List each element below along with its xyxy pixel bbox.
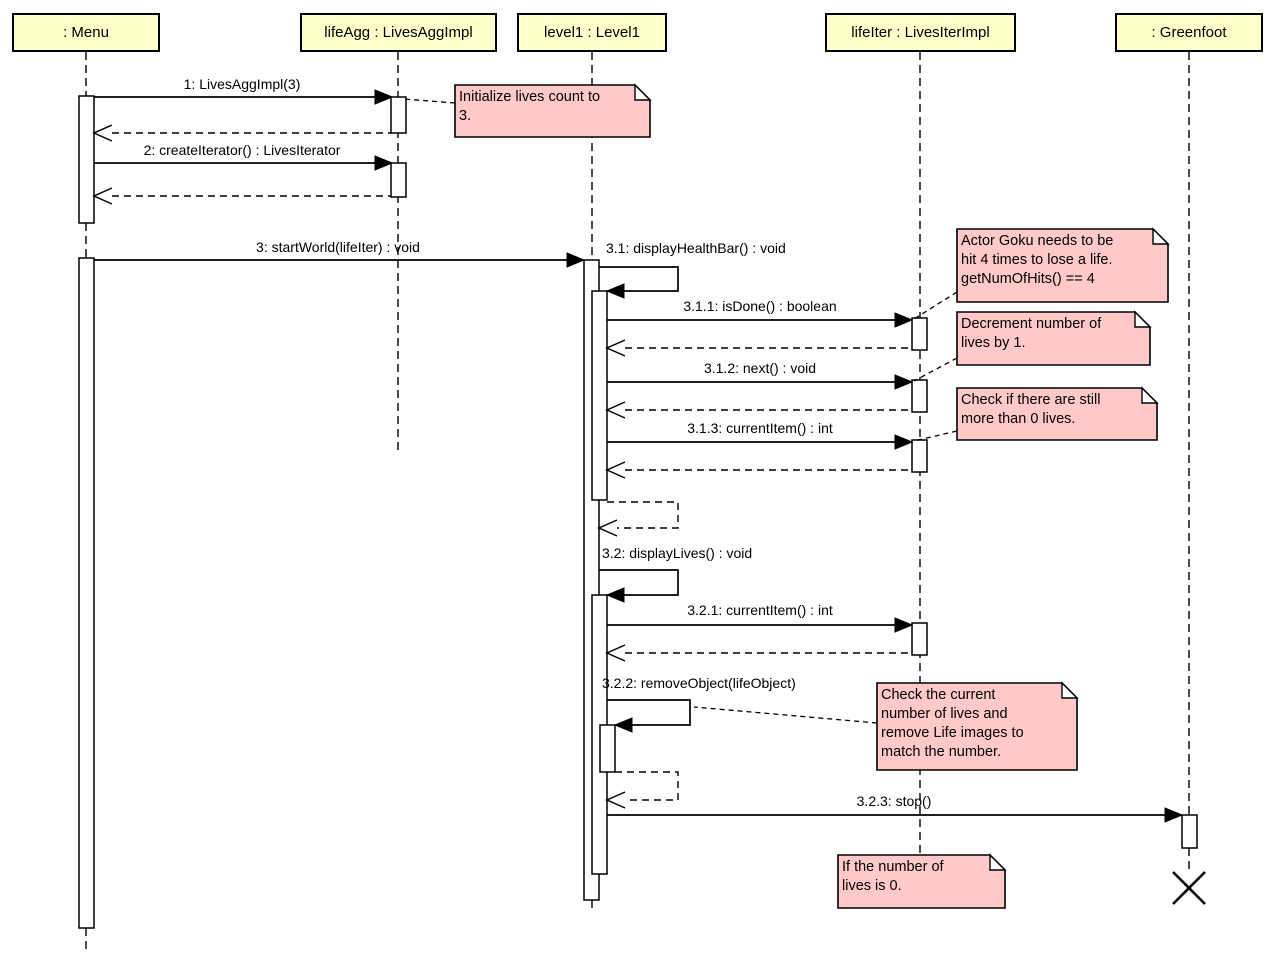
message-label-3-1-3: 3.1.3: currentItem() : int [687,420,833,436]
message-label-3-1-1: 3.1.1: isDone() : boolean [683,298,837,314]
lifeiter-activation-4 [911,622,928,656]
message-2-arrow [94,155,394,171]
message-label-3-2-1: 3.2.1: currentItem() : int [687,602,833,618]
note-shape-check-current [876,681,1079,771]
message-label-2: 2: createIterator() : LivesIterator [143,142,341,158]
lifeline-head-lifeiter: lifeIter : LivesIterImpl [825,13,1016,52]
level1-activation-3-2-2 [599,724,616,773]
message-label-3-2: 3.2: displayLives() : void [602,545,753,561]
self-message-3-2-2 [607,699,691,733]
note-text-decrement-lives: Decrement number of lives by 1. [961,316,1102,351]
actor-label-lifeiter: lifeIter : LivesIterImpl [851,24,990,41]
message-3-arrow [94,252,586,268]
menu-activation-2 [78,257,95,929]
actor-label-greenfoot: : Greenfoot [1151,24,1227,41]
return-3-2-1-arrow [605,644,912,662]
self-message-3-1 [599,266,679,299]
actor-label-lifeagg: lifeAgg : LivesAggImpl [324,24,473,41]
note-shape-if-lives-zero [837,853,1007,909]
actor-label-level1: level1 : Level1 [544,24,640,41]
return-3-1-3-arrow [605,461,912,479]
self-return-3-1 [597,501,679,537]
destroy-marker-x-icon [1172,871,1206,905]
actor-label-menu: : Menu [63,24,109,41]
note-text-check-lives: Check if there are still more than 0 liv… [961,392,1101,427]
note-shape-decrement-lives [956,310,1152,366]
lifeiter-activation-2 [911,379,928,413]
lifeline-head-menu: : Menu [12,13,160,52]
message-label-3-2-2: 3.2.2: removeObject(lifeObject) [602,675,796,691]
message-3-1-1-arrow [607,312,914,328]
lifeline-head-greenfoot: : Greenfoot [1115,13,1263,52]
message-label-1: 1: LivesAggImpl(3) [183,76,301,92]
note-text-if-lives-zero: If the number of lives is 0. [842,859,944,894]
note-text-check-current: Check the current number of lives and re… [881,687,1024,760]
note-text-actor-goku: Actor Goku needs to be hit 4 times to lo… [961,233,1114,287]
message-label-3: 3: startWorld(lifeIter) : void [256,239,420,255]
message-3-2-1-arrow [607,617,914,633]
message-label-3-1: 3.1: displayHealthBar() : void [606,240,786,256]
level1-activation-3-1 [591,290,608,501]
message-label-3-1-2: 3.1.2: next() : void [703,360,817,376]
return-2-arrow [92,187,391,205]
message-3-1-3-arrow [607,434,914,450]
message-1-arrow [94,89,394,105]
self-message-3-2 [599,569,679,603]
greenfoot-activation-1 [1181,814,1198,849]
note-shape-actor-goku [956,227,1170,303]
note-text-initialize-lives: Initialize lives count to 3. [459,89,601,124]
return-3-1-1-arrow [605,339,912,357]
return-3-1-2-arrow [605,401,912,419]
lifeagg-activation-2 [390,162,407,198]
message-3-2-3-arrow [607,807,1184,823]
return-1-arrow [92,124,391,142]
lifeiter-activation-1 [911,317,928,351]
lifeline-head-level1: level1 : Level1 [517,13,667,52]
note-shape-initialize-lives [454,83,652,138]
message-3-1-2-arrow [607,374,914,390]
menu-activation-1 [78,95,95,224]
note-shape-check-lives [956,386,1159,441]
note-connector-3 [913,357,958,382]
lifeline-head-lifeagg: lifeAgg : LivesAggImpl [300,13,497,52]
self-return-3-2-2 [605,771,679,809]
message-label-3-2-3: 3.2.3: stop() [856,793,932,809]
lifeagg-activation-1 [390,96,407,134]
note-connector-1 [403,98,456,104]
note-connector-5 [693,706,878,724]
note-connector-4 [913,430,958,442]
lifeiter-activation-3 [911,439,928,473]
